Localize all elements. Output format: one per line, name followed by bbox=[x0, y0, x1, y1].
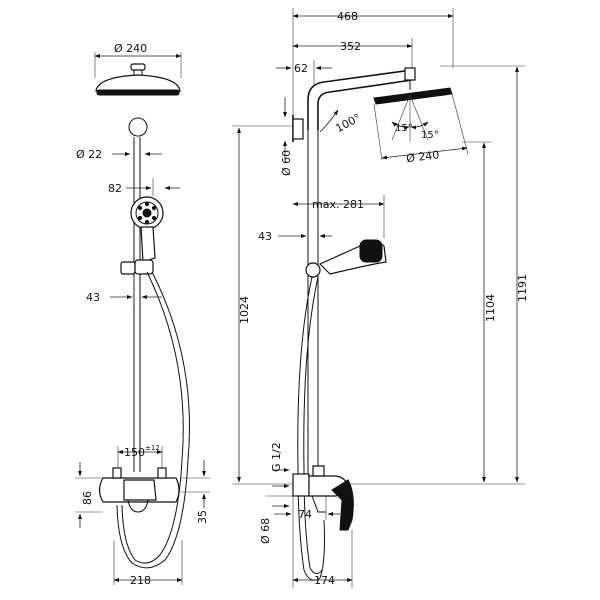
side-arm-offset-label: 62 bbox=[294, 62, 308, 75]
front-inlet-centres-label: 150 bbox=[124, 446, 145, 459]
front-mixer-offset-label: 35 bbox=[196, 510, 209, 524]
side-arm-projection-label: 352 bbox=[340, 40, 361, 53]
front-wall-connector bbox=[128, 117, 148, 137]
side-arm-angle-label: 100° bbox=[333, 111, 363, 135]
front-mixer-height-label: 86 bbox=[81, 491, 94, 505]
side-connection-label: G 1/2 bbox=[270, 442, 283, 472]
front-shower-head bbox=[95, 63, 181, 96]
side-view: 468 352 62 100° 15° 15° bbox=[232, 8, 529, 588]
front-slider bbox=[120, 261, 136, 275]
front-hose bbox=[121, 271, 184, 564]
front-head-diameter-label: Ø 240 bbox=[114, 42, 147, 55]
front-inlet-tolerance-label: ±12 bbox=[145, 444, 160, 452]
front-view: Ø 240 Ø 22 82 bbox=[75, 42, 210, 587]
side-bar-distance-label: 43 bbox=[258, 230, 272, 243]
side-mixer-depth-label: 74 bbox=[298, 508, 312, 521]
side-tilt-right-label: 15° bbox=[421, 130, 439, 141]
side-handshower-reach-label: max. 281 bbox=[312, 198, 364, 211]
side-base-projection-label: 174 bbox=[314, 574, 335, 587]
side-total-projection-label: 468 bbox=[337, 10, 358, 23]
front-total-width-label: 218 bbox=[130, 574, 151, 587]
side-tilt-left-label: 15° bbox=[395, 123, 413, 134]
front-hand-shower bbox=[130, 196, 164, 263]
front-arm-diameter-label: Ø 22 bbox=[76, 148, 102, 161]
side-mixer-diameter-label: Ø 68 bbox=[259, 518, 272, 544]
front-handshower-offset-label: 82 bbox=[108, 182, 122, 195]
side-hand-shower bbox=[305, 239, 387, 278]
front-mixer bbox=[98, 467, 180, 513]
side-height-total-label: 1191 bbox=[516, 274, 529, 302]
side-bar-diameter-label: Ø 60 bbox=[280, 150, 293, 176]
side-mixer bbox=[292, 465, 354, 531]
side-hose bbox=[297, 276, 325, 581]
side-shower-arm bbox=[307, 69, 413, 130]
front-bar-offset-label: 43 bbox=[86, 291, 100, 304]
side-height-head-label: 1104 bbox=[484, 294, 497, 322]
side-head-diameter-label: Ø 240 bbox=[406, 148, 440, 165]
side-height-bar-label: 1024 bbox=[238, 296, 251, 324]
